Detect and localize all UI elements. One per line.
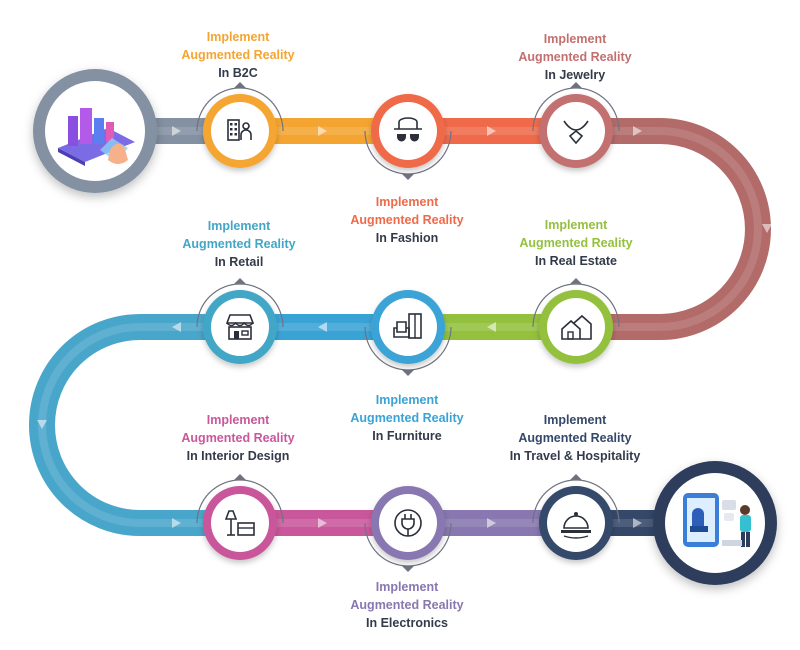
houses-icon [561,314,592,340]
label-line-implement: Implement [375,580,439,594]
plug-icon [394,509,422,537]
label-line-augmented-reality: Augmented Reality [350,213,464,227]
stage-node-retail [196,278,284,364]
arrow-right-icon [172,518,181,528]
stage-disc [379,494,437,552]
label-furniture: Implement Augmented Reality In Furniture [307,391,507,445]
stage-disc [379,102,437,160]
decorative-arc [364,522,452,567]
stage-node-interior-design [196,474,284,560]
arc-pointer [234,82,246,88]
label-line-implement: Implement [543,32,607,46]
decorative-arc [196,283,284,328]
label-line-industry: In Retail [214,255,264,269]
necklace-icon [563,120,589,145]
label-line-implement: Implement [207,219,271,233]
arc-pointer [234,278,246,284]
label-line-implement: Implement [375,393,439,407]
arc-pointer [402,174,414,180]
decorative-arc [364,326,452,371]
label-b2c: Implement Augmented Reality In B2C [138,28,338,82]
arc-pointer [402,370,414,376]
label-retail: Implement Augmented Reality In Retail [139,217,339,271]
arrow-down-icon [37,420,47,429]
arc-pointer [570,278,582,284]
decorative-arc [532,479,620,524]
label-travel-hospitality: Implement Augmented Reality In Travel & … [475,411,675,465]
label-line-augmented-reality: Augmented Reality [350,598,464,612]
stage-node-real-estate [532,278,620,364]
label-fashion: Implement Augmented Reality In Fashion [307,193,507,247]
label-electronics: Implement Augmented Reality In Electroni… [307,578,507,632]
label-line-industry: In Interior Design [186,449,290,463]
label-line-implement: Implement [543,413,607,427]
label-line-augmented-reality: Augmented Reality [519,236,633,250]
storefront-icon [225,314,255,340]
stage-node-electronics [364,486,452,572]
ar-furniture-shopper-icon [683,493,751,547]
label-jewelry: Implement Augmented Reality In Jewelry [475,30,675,84]
label-line-industry: In Travel & Hospitality [509,449,641,463]
arc-pointer [570,474,582,480]
label-line-augmented-reality: Augmented Reality [518,431,632,445]
label-line-augmented-reality: Augmented Reality [350,411,464,425]
label-line-augmented-reality: Augmented Reality [181,48,295,62]
ar-city-phone-icon [58,108,135,166]
arrow-right-icon [487,518,496,528]
arrow-right-icon [633,126,642,136]
stage-disc [547,494,605,552]
arc-pointer [570,82,582,88]
arrow-right-icon [318,126,327,136]
label-line-implement: Implement [206,413,270,427]
decorative-arc [196,479,284,524]
office-people-icon [227,119,252,141]
label-interior-design: Implement Augmented Reality In Interior … [138,411,338,465]
cloche-icon [561,512,591,539]
decorative-arc [532,283,620,328]
stage-node-jewelry [532,82,620,168]
direction-arrows [37,126,772,528]
arrow-right-icon [487,126,496,136]
arrow-down-icon [762,224,772,233]
decorative-arc [364,130,452,175]
arrow-right-icon [172,126,181,136]
label-line-industry: In Fashion [375,231,439,245]
label-line-augmented-reality: Augmented Reality [181,431,295,445]
label-line-industry: In Electronics [366,616,448,630]
label-real-estate: Implement Augmented Reality In Real Esta… [476,216,676,270]
stage-node-furniture [364,290,452,376]
lamp-cabinet-icon [224,510,255,536]
arrow-right-icon [633,518,642,528]
arrow-left-icon [318,322,327,332]
arrow-left-icon [487,322,496,332]
path-jewelry-to-real-estate [576,118,771,340]
stage-node-travel [532,474,620,560]
label-line-augmented-reality: Augmented Reality [182,237,296,251]
armchair-wardrobe-icon [393,313,422,339]
label-line-industry: In Furniture [372,429,442,443]
label-line-industry: In Jewelry [544,68,606,82]
label-line-industry: In Real Estate [535,254,617,268]
arrow-right-icon [318,518,327,528]
label-line-implement: Implement [544,218,608,232]
stage-disc [547,298,605,356]
label-line-implement: Implement [206,30,270,44]
label-line-augmented-reality: Augmented Reality [518,50,632,64]
decorative-arc [532,87,620,132]
label-line-industry: In B2C [218,66,258,80]
stage-disc [379,298,437,356]
decorative-arc [196,87,284,132]
stage-node-b2c [196,82,284,168]
stage-disc [211,102,269,160]
arrow-left-icon [172,322,181,332]
arc-pointer [402,566,414,572]
hat-sunglasses-icon [394,117,422,142]
label-line-implement: Implement [375,195,439,209]
arc-pointer [234,474,246,480]
stage-node-fashion [364,94,452,180]
